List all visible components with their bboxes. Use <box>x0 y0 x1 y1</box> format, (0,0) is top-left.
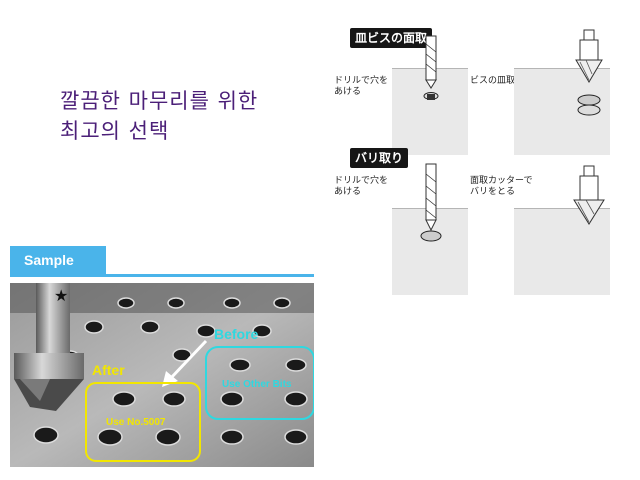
sample-photo: ★ After Use No.5007 Before Use Other Bit… <box>10 283 314 467</box>
drill-caption-2b: あける <box>334 187 362 197</box>
sample-tab: Sample <box>10 246 106 274</box>
drill-bit-illustration-2 <box>420 163 442 242</box>
headline: 깔끔한 마무리를 위한 최고의 선택 <box>60 86 258 146</box>
headline-line-2: 최고의 선택 <box>60 119 170 143</box>
after-note: Use No.5007 <box>106 417 166 428</box>
drill-caption-1b: あける <box>334 87 362 97</box>
drill-bit-illustration-1 <box>423 35 439 100</box>
drill-caption-1a: ドリルで穴を <box>334 76 389 86</box>
sample-underline <box>10 274 314 277</box>
cutter-caption-a: 面取カッターで <box>470 176 533 186</box>
usage-diagram-right: ビスの皿取り 面取カッターで バリをとる <box>470 24 610 295</box>
cutter-caption-b: バリをとる <box>470 187 516 197</box>
deburring-cutter-illustration <box>573 165 605 225</box>
countersink-bit-illustration <box>575 29 603 116</box>
perforated-plate-photo: ★ After Use No.5007 Before Use Other Bit… <box>10 283 314 467</box>
before-label: Before <box>214 326 259 342</box>
countersink-section-title: 皿ビスの面取 <box>350 28 433 48</box>
usage-diagram: 皿ビスの面取 ドリルで穴を あける バリ取り ドリルで穴を あける <box>332 24 468 295</box>
before-note: Use Other Bits <box>222 379 292 390</box>
drill-caption-2a: ドリルで穴を <box>334 176 389 186</box>
headline-line-1: 깔끔한 마무리를 위한 <box>60 89 259 113</box>
deburring-section-title: バリ取り <box>350 148 409 168</box>
workpiece-block-4 <box>514 208 610 295</box>
countersink-caption: ビスの皿取り <box>470 76 525 86</box>
svg-text:★: ★ <box>54 286 68 305</box>
after-label: After <box>92 362 125 378</box>
